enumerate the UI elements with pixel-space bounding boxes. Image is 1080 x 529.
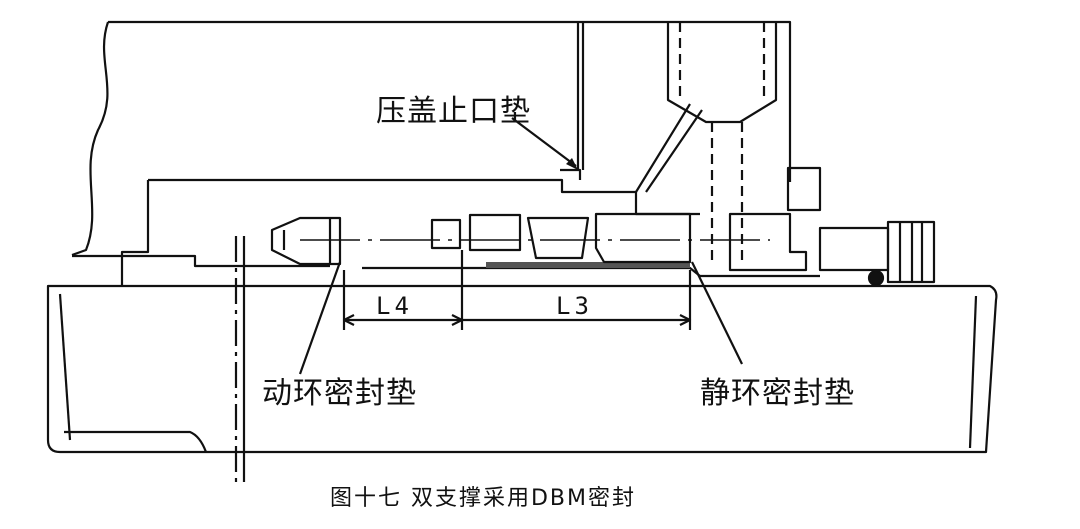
leader-stationary-gasket — [691, 261, 743, 365]
housing-step — [120, 178, 700, 285]
pusher-left — [430, 218, 462, 250]
label-rotating-ring-gasket: 动环密封垫 — [262, 376, 417, 411]
end-ring — [886, 220, 936, 284]
middle-sleeve — [526, 216, 590, 260]
spring-housing — [468, 213, 522, 252]
leader-rotating-gasket — [298, 261, 342, 375]
flush-port — [666, 22, 778, 124]
label-stationary-ring-gasket: 静环密封垫 — [700, 376, 855, 411]
label-gland-stop-gasket: 压盖止口垫 — [376, 94, 531, 129]
shaft — [46, 284, 998, 454]
stationary-ring — [594, 212, 692, 264]
figure-caption: 图十七 双支撑采用DBM密封 — [330, 486, 637, 511]
dimension-l4: L4 — [376, 292, 413, 320]
seal-housing — [71, 20, 792, 257]
leader-gland-gasket — [511, 117, 577, 167]
sleeve-shaded-band — [486, 262, 690, 268]
adjust-nut — [786, 166, 822, 212]
sleeve — [72, 254, 820, 278]
dimension-l3: L3 — [556, 292, 593, 320]
clamp-collar — [728, 212, 808, 272]
o-ring — [867, 269, 885, 287]
